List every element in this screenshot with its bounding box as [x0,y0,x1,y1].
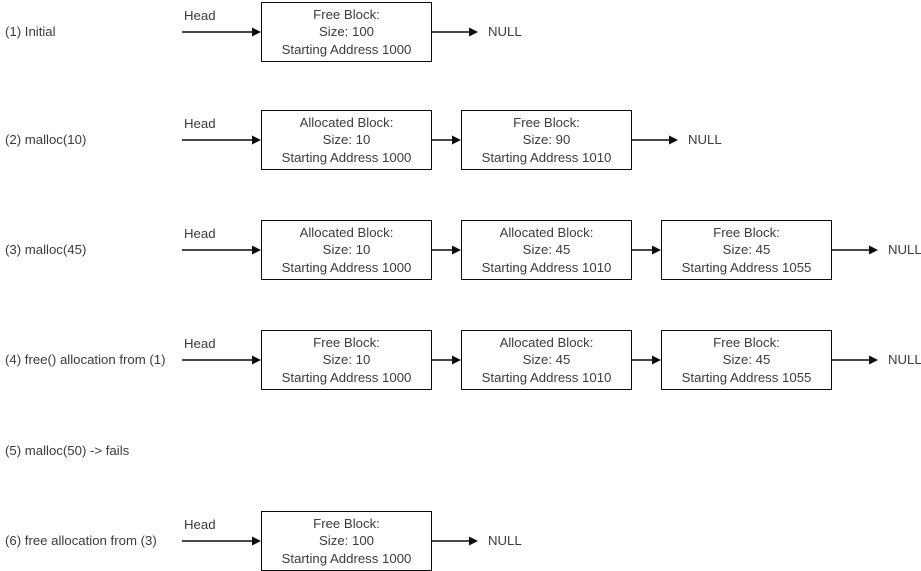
head-arrow [182,536,261,546]
head-arrow [182,135,261,145]
block-kind-line: Allocated Block: [299,224,394,240]
head-pointer-label: Head [184,226,216,241]
step-label: (4) free() allocation from (1) [5,352,166,367]
block-size-line: Size: 10 [322,352,371,368]
head-pointer-label: Head [184,8,216,23]
block-size-line: Size: 10 [322,132,371,148]
block-kind-line: Free Block: [313,6,380,22]
null-terminator-label: NULL [488,533,522,548]
diagram-row: (2) malloc(10) Head Allocated Block: Size: … [0,110,921,170]
next-block-arrow [632,355,661,365]
block-kind-line: Free Block: [513,114,580,130]
step-label: (5) malloc(50) -> fails [5,443,130,458]
next-block-arrow [432,245,461,255]
null-arrow [832,355,878,365]
block-size-line: Size: 10 [322,242,371,258]
diagram-row: (5) malloc(50) -> fails [0,443,921,463]
block-address-line: Starting Address 1010 [481,259,612,275]
head-arrow [182,355,261,365]
null-terminator-label: NULL [688,132,722,147]
block-address-line: Starting Address 1055 [681,259,812,275]
block-size-line: Size: 45 [522,352,571,368]
null-arrow [832,245,878,255]
step-label: (1) Initial [5,24,56,39]
null-arrow [432,536,478,546]
next-block-arrow [432,135,461,145]
diagram-row: (6) free allocation from (3) Head Free Blo… [0,511,921,571]
block-address-line: Starting Address 1010 [481,369,612,385]
block-size-line: Size: 100 [319,533,374,549]
next-block-arrow [432,355,461,365]
block-address-line: Starting Address 1000 [281,369,412,385]
head-arrow [182,245,261,255]
block-kind-line: Free Block: [313,334,380,350]
block-address-line: Starting Address 1000 [281,149,412,165]
block-size-line: Size: 90 [522,132,571,148]
block-kind-line: Allocated Block: [499,224,594,240]
head-pointer-label: Head [184,336,216,351]
block-kind-line: Free Block: [713,334,780,350]
block-address-line: Starting Address 1010 [481,149,612,165]
block-kind-line: Allocated Block: [299,114,394,130]
head-arrow [182,27,261,37]
step-label: (6) free allocation from (3) [5,533,157,548]
head-pointer-label: Head [184,116,216,131]
block-kind-line: Free Block: [713,224,780,240]
block-address-line: Starting Address 1000 [281,41,412,57]
step-label: (3) malloc(45) [5,242,87,257]
null-terminator-label: NULL [488,24,522,39]
block-kind-line: Free Block: [313,515,380,531]
null-terminator-label: NULL [888,352,921,367]
null-arrow [632,135,678,145]
block-address-line: Starting Address 1000 [281,259,412,275]
block-address-line: Starting Address 1055 [681,369,812,385]
diagram-row: (4) free() allocation from (1) Head Free B… [0,330,921,390]
step-label: (2) malloc(10) [5,132,87,147]
head-pointer-label: Head [184,517,216,532]
next-block-arrow [632,245,661,255]
block-size-line: Size: 45 [722,352,771,368]
block-size-line: Size: 100 [319,24,374,40]
block-size-line: Size: 45 [522,242,571,258]
null-arrow [432,27,478,37]
block-address-line: Starting Address 1000 [281,550,412,566]
null-terminator-label: NULL [888,242,921,257]
block-size-line: Size: 45 [722,242,771,258]
diagram-row: (3) malloc(45) Head Allocated Block: Size: … [0,220,921,280]
block-kind-line: Allocated Block: [499,334,594,350]
